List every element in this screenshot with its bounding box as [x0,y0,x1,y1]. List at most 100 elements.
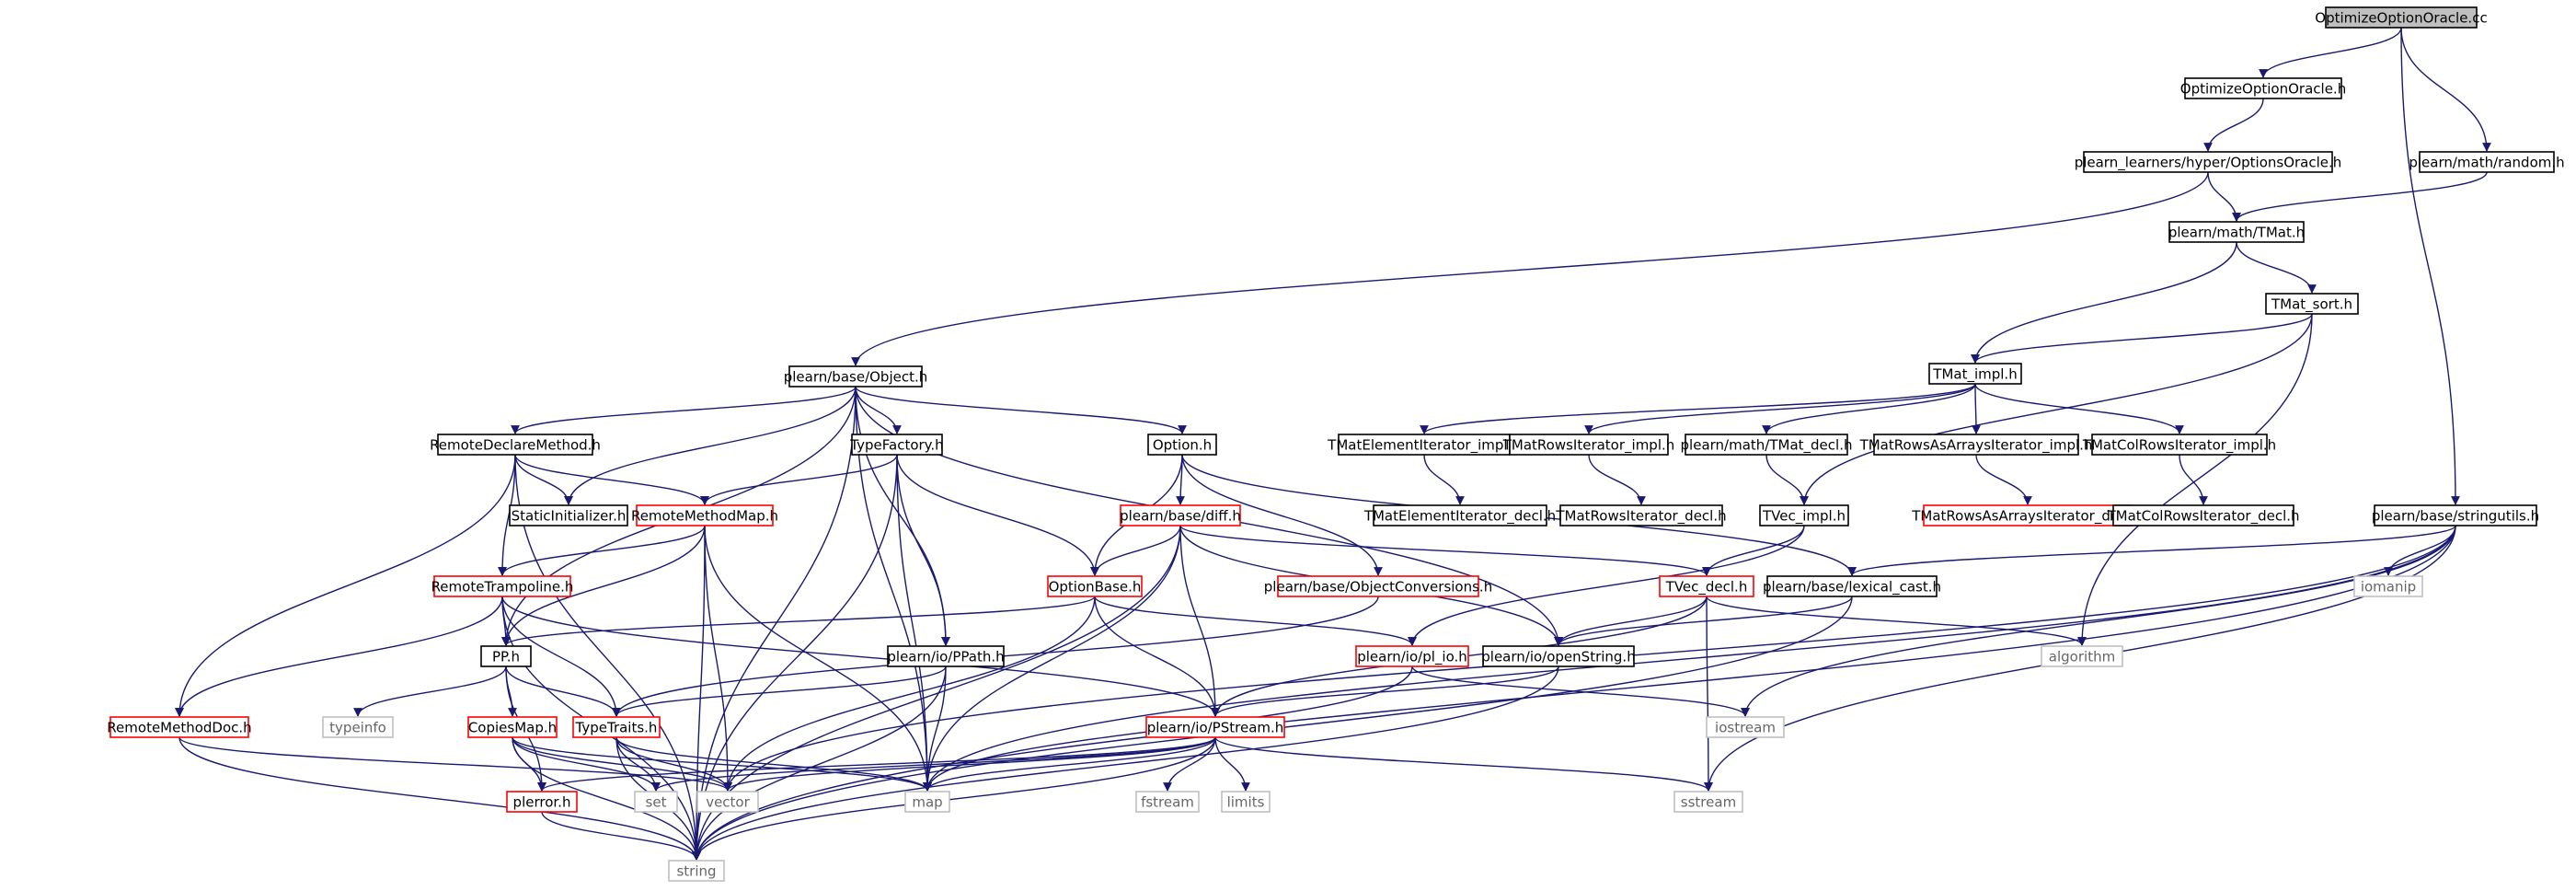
node-pp[interactable]: PP.h [480,645,532,667]
node-label-tmatelem_impl: TMatElementIterator_impl.h [1327,437,1521,455]
node-box-pl_io [1355,645,1469,667]
node-label-typeinfo: typeinfo [329,720,386,736]
edge-typefactory-to-rmm [700,454,898,505]
edge-pstream-to-map [923,736,1216,792]
node-box-pp [480,645,532,667]
edge-object-to-staticinit [564,386,857,505]
edge-tmat_sort-to-algorithm [2077,313,2313,646]
node-tmatelem_decl[interactable]: TMatElementIterator_decl.h [1363,504,1556,526]
node-label-iostream: iostream [1715,720,1776,736]
edge-root-to-random_h [2400,27,2491,152]
node-rdm[interactable]: RemoteDeclareMethod.h [430,434,601,456]
node-root[interactable]: OptimizeOptionOracle.cc [2315,6,2488,29]
node-pstream[interactable]: plearn/io/PStream.h [1145,716,1285,738]
edge-tmatcol_impl-to-tmatcol_decl [2179,454,2208,505]
edge-pstream-to-plerror [537,736,1216,792]
node-box-tvec_decl [1659,575,1754,597]
edge-optionsoracle-to-object [851,171,2209,366]
node-typetraits[interactable]: TypeTraits.h [572,716,661,738]
node-optoracle_h[interactable]: OptimizeOptionOracle.h [2180,77,2346,99]
node-string: string [668,860,725,882]
node-label-vector: vector [706,794,750,811]
node-iomanip: iomanip [2353,575,2423,597]
node-label-optionbase: OptionBase.h [1049,579,1142,596]
node-lexical[interactable]: plearn/base/lexical_cast.h [1763,575,1941,597]
node-label-rdm: RemoteDeclareMethod.h [430,437,601,454]
edge-ppath-to-typetraits [612,665,947,717]
edge-tmat_impl-to-tmat_decl [1762,383,1976,434]
node-rmm[interactable]: RemoteMethodMap.h [631,504,778,526]
edge-pp-to-typeinfo [353,665,507,717]
edge-rmm-to-vector [704,525,732,792]
node-rtramp[interactable]: RemoteTrampoline.h [431,575,574,597]
node-objconv[interactable]: plearn/base/ObjectConversions.h [1264,575,1492,597]
edge-openstring-to-pstream [1211,665,1559,717]
node-box-iostream [1706,716,1785,738]
node-box-tmat_decl [1685,434,1848,456]
node-stringutils[interactable]: plearn/base/stringutils.h [2372,504,2539,526]
node-box-set [634,791,678,813]
node-label-tmatrowsarr_impl: TMatRowsAsArraysIterator_impl.h [1859,437,2093,455]
node-tmatrows_decl[interactable]: TMatRowsIterator_decl.h [1555,504,1727,526]
node-label-iomanip: iomanip [2361,579,2416,596]
node-tmatrows_impl[interactable]: TMatRowsIterator_impl.h [1502,434,1675,456]
edge-object-to-rdm [511,386,857,434]
edge-optionbase-to-pstream [1094,596,1220,717]
node-label-ppath: plearn/io/PPath.h [887,649,1004,665]
node-box-staticinit [509,504,628,526]
edge-stringutils-to-lexical [1847,525,2456,576]
edge-copiesmap-to-set [512,736,661,792]
node-label-sstream: sstream [1681,794,1736,811]
node-tmat[interactable]: plearn/math/TMat.h [2168,221,2305,243]
node-copiesmap[interactable]: CopiesMap.h [467,716,558,738]
edge-rtramp-to-pstream [501,596,1220,717]
edge-pstream-to-sstream [1214,736,1713,792]
node-box-tmat_sort [2265,293,2359,315]
edge-typefactory-to-map [896,454,932,792]
node-rmdoc[interactable]: RemoteMethodDoc.h [107,716,252,738]
node-tmatcol_decl[interactable]: TMatColRowsIterator_decl.h [2106,504,2300,526]
node-layer: OptimizeOptionOracle.ccOptimizeOptionOra… [107,6,2565,882]
node-tmat_decl[interactable]: plearn/math/TMat_decl.h [1681,434,1853,456]
node-tvec_decl[interactable]: TVec_decl.h [1659,575,1754,597]
node-tmatcol_impl[interactable]: TMatColRowsIterator_impl.h [2082,434,2276,456]
edge-rtramp-to-rmdoc [175,596,503,717]
node-box-lexical [1766,575,1938,597]
node-ppath[interactable]: plearn/io/PPath.h [887,645,1005,667]
node-box-string [668,860,725,882]
node-box-tmatrows_decl [1559,504,1723,526]
node-label-openstring: plearn/io/openString.h [1481,649,1635,665]
node-pl_io[interactable]: plearn/io/pl_io.h [1355,645,1469,667]
node-openstring[interactable]: plearn/io/openString.h [1481,645,1636,667]
edge-tvec_decl-to-sstream [1704,596,1713,792]
edge-pstream-to-set [651,736,1216,792]
node-staticinit[interactable]: StaticInitializer.h [509,504,628,526]
node-label-tmatrows_impl: TMatRowsIterator_impl.h [1502,437,1675,455]
node-optionsoracle[interactable]: plearn_learners/hyper/OptionsOracle.h [2075,151,2342,173]
node-diff[interactable]: plearn/base/diff.h [1120,504,1241,526]
node-option[interactable]: Option.h [1147,434,1217,456]
node-optionbase[interactable]: OptionBase.h [1047,575,1143,597]
node-label-string: string [676,863,716,880]
node-label-tmat_decl: plearn/math/TMat_decl.h [1681,437,1853,455]
edge-tmat-to-tmat_sort [2236,241,2317,294]
edge-diff-to-map [923,525,1181,792]
node-object[interactable]: plearn/base/Object.h [784,365,928,388]
node-label-pl_io: plearn/io/pl_io.h [1357,649,1467,666]
node-typefactory[interactable]: TypeFactory.h [849,434,944,456]
node-tmatrowsarr_decl[interactable]: TMatRowsAsArraysIterator_decl.h [1911,504,2144,526]
node-tmatelem_impl[interactable]: TMatElementIterator_impl.h [1327,434,1521,456]
node-tvec_impl[interactable]: TVec_impl.h [1759,504,1849,526]
edge-option-to-objconv [1181,454,1383,576]
node-tmatrowsarr_impl[interactable]: TMatRowsAsArraysIterator_impl.h [1859,434,2093,456]
node-box-map [904,791,950,813]
node-sstream: sstream [1673,791,1743,813]
node-plerror[interactable]: plerror.h [506,791,578,813]
node-label-algorithm: algorithm [2049,649,2115,665]
node-tmat_sort[interactable]: TMat_sort.h [2265,293,2359,315]
node-tmat_impl[interactable]: TMat_impl.h [1928,363,2022,385]
node-label-pp: PP.h [492,649,520,665]
node-box-tmatelem_decl [1373,504,1547,526]
node-random_h[interactable]: plearn/math/random.h [2409,151,2565,173]
edge-rmm-to-pp [501,525,706,646]
